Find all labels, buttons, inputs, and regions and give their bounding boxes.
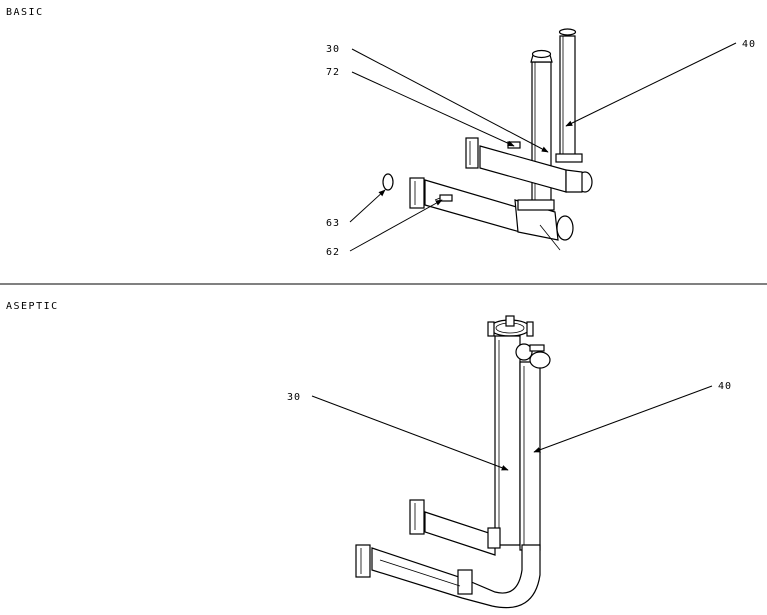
aseptic-assembly bbox=[355, 315, 551, 609]
leader-basic-40 bbox=[565, 42, 737, 127]
section-title-basic: BASIC bbox=[6, 7, 44, 18]
part-label-basic-40: 40 bbox=[742, 39, 756, 50]
leader-basic-62 bbox=[349, 199, 443, 252]
part-label-aseptic-30: 30 bbox=[287, 392, 301, 403]
leader-aseptic-40 bbox=[533, 385, 713, 453]
leader-basic-72 bbox=[351, 71, 515, 147]
part-label-basic-62: 62 bbox=[326, 247, 340, 258]
part-label-basic-63: 63 bbox=[326, 218, 340, 229]
leader-basic-63 bbox=[349, 189, 386, 223]
section-title-aseptic: ASEPTIC bbox=[6, 301, 59, 312]
leader-aseptic-30 bbox=[311, 395, 509, 471]
part-label-aseptic-40: 40 bbox=[718, 381, 732, 392]
basic-assembly bbox=[382, 28, 593, 251]
part-label-basic-30: 30 bbox=[326, 44, 340, 55]
leader-basic-30 bbox=[351, 48, 549, 153]
part-label-basic-72: 72 bbox=[326, 67, 340, 78]
